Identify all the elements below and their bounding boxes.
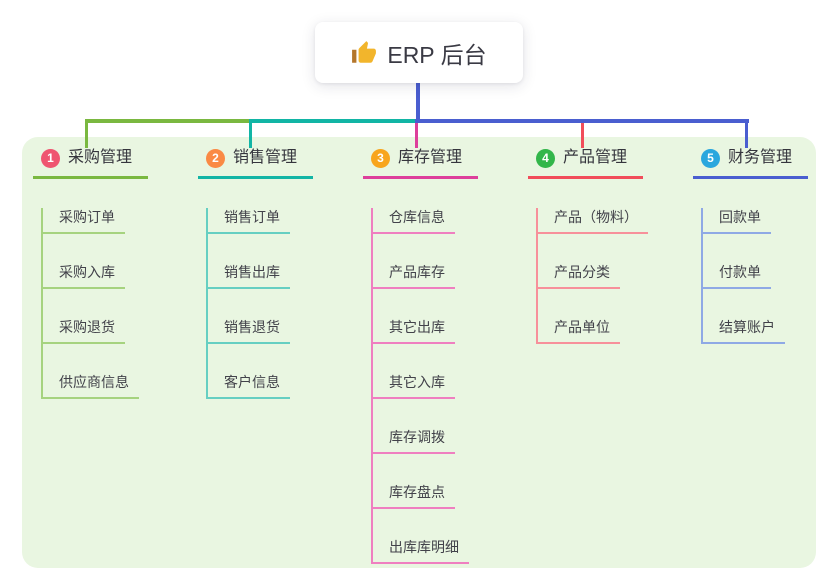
connector-line	[85, 119, 249, 123]
child-node: 供应商信息	[43, 373, 148, 399]
child-node: 销售订单	[208, 208, 313, 234]
child-node: 产品（物料）	[538, 208, 648, 234]
branch-number-badge: 4	[536, 148, 555, 168]
child-node-label[interactable]: 结算账户	[703, 318, 785, 344]
child-node: 其它入库	[373, 373, 478, 399]
connector-line	[415, 119, 749, 123]
child-node: 仓库信息	[373, 208, 478, 234]
branch-number-badge: 1	[41, 148, 60, 168]
child-node-label[interactable]: 供应商信息	[43, 373, 139, 399]
child-node-label[interactable]: 采购订单	[43, 208, 125, 234]
branch-number-badge: 2	[206, 148, 225, 168]
branch-number-badge: 3	[371, 148, 390, 168]
branch-title: 销售管理	[233, 149, 298, 166]
child-node: 库存盘点	[373, 483, 478, 509]
child-node: 付款单	[703, 263, 808, 289]
thumbs-up-icon	[351, 40, 377, 66]
connector-line	[415, 119, 418, 148]
child-node: 销售退货	[208, 318, 313, 344]
child-node: 采购订单	[43, 208, 148, 234]
branch-header[interactable]: 5 财务管理	[693, 147, 809, 179]
branch-number-badge: 5	[701, 148, 720, 168]
child-node-label[interactable]: 产品（物料）	[538, 208, 648, 234]
child-node: 客户信息	[208, 373, 313, 399]
branch-title: 采购管理	[68, 149, 133, 166]
child-node: 采购退货	[43, 318, 148, 344]
child-node: 出库库明细	[373, 538, 478, 564]
branch-column: 1 采购管理 采购订单 采购入库 采购退货 供应商信息	[33, 147, 149, 399]
branch-children: 回款单 付款单 结算账户	[701, 208, 808, 344]
connector-line	[416, 83, 420, 123]
child-node-label[interactable]: 产品分类	[538, 263, 620, 289]
child-node: 销售出库	[208, 263, 313, 289]
branch-header[interactable]: 3 库存管理	[363, 147, 479, 179]
child-node-label[interactable]: 库存调拨	[373, 428, 455, 454]
child-node-label[interactable]: 销售退货	[208, 318, 290, 344]
child-node-label[interactable]: 采购退货	[43, 318, 125, 344]
child-node-label[interactable]: 客户信息	[208, 373, 290, 399]
branch-header[interactable]: 4 产品管理	[528, 147, 644, 179]
branch-header[interactable]: 1 采购管理	[33, 147, 149, 179]
child-node-label[interactable]: 回款单	[703, 208, 771, 234]
child-node-label[interactable]: 销售订单	[208, 208, 290, 234]
child-node: 回款单	[703, 208, 808, 234]
branch-column: 2 销售管理 销售订单 销售出库 销售退货 客户信息	[198, 147, 314, 399]
child-node-label[interactable]: 产品单位	[538, 318, 620, 344]
child-node: 结算账户	[703, 318, 808, 344]
connector-line	[745, 119, 748, 148]
branch-children: 产品（物料） 产品分类 产品单位	[536, 208, 648, 344]
child-node: 其它出库	[373, 318, 478, 344]
connector-line	[249, 119, 415, 123]
branch-children: 采购订单 采购入库 采购退货 供应商信息	[41, 208, 148, 399]
root-node[interactable]: ERP 后台	[315, 22, 523, 83]
child-node-label[interactable]: 产品库存	[373, 263, 455, 289]
child-node-label[interactable]: 库存盘点	[373, 483, 455, 509]
root-node-label: ERP 后台	[387, 41, 487, 68]
branch-column: 3 库存管理 仓库信息 产品库存 其它出库 其它入库 库存调拨 库存盘点 出库库…	[363, 147, 479, 564]
child-node-label[interactable]: 其它出库	[373, 318, 455, 344]
child-node-label[interactable]: 付款单	[703, 263, 771, 289]
child-node: 产品分类	[538, 263, 648, 289]
branch-title: 库存管理	[398, 149, 463, 166]
child-node: 产品库存	[373, 263, 478, 289]
connector-line	[581, 119, 584, 148]
child-node: 采购入库	[43, 263, 148, 289]
branch-title: 产品管理	[563, 149, 628, 166]
child-node-label[interactable]: 采购入库	[43, 263, 125, 289]
branch-column: 4 产品管理 产品（物料） 产品分类 产品单位	[528, 147, 648, 344]
branch-children: 仓库信息 产品库存 其它出库 其它入库 库存调拨 库存盘点 出库库明细	[371, 208, 478, 564]
branches-panel	[22, 137, 816, 568]
connector-line	[249, 119, 252, 148]
branch-header[interactable]: 2 销售管理	[198, 147, 314, 179]
child-node: 产品单位	[538, 318, 648, 344]
connector-line	[85, 119, 88, 148]
child-node-label[interactable]: 其它入库	[373, 373, 455, 399]
child-node: 库存调拨	[373, 428, 478, 454]
branch-title: 财务管理	[728, 149, 793, 166]
child-node-label[interactable]: 销售出库	[208, 263, 290, 289]
child-node-label[interactable]: 出库库明细	[373, 538, 469, 564]
branch-column: 5 财务管理 回款单 付款单 结算账户	[693, 147, 809, 344]
branch-children: 销售订单 销售出库 销售退货 客户信息	[206, 208, 313, 399]
child-node-label[interactable]: 仓库信息	[373, 208, 455, 234]
